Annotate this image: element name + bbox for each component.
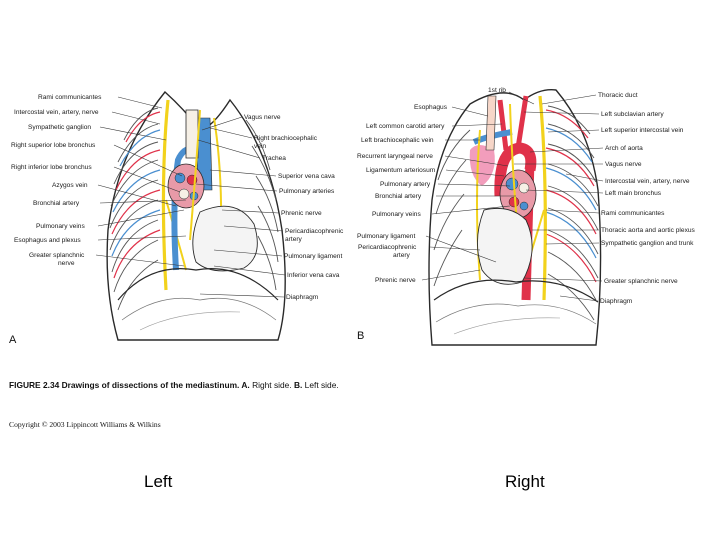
label-b-left-superior-intercostal-vein: Left superior intercostal vein — [601, 127, 684, 134]
panel-b-esophagus — [485, 95, 497, 151]
panel-a-pericardium — [192, 205, 258, 272]
label-a-greater-splanchnic-2: nerve — [58, 260, 75, 267]
panel-b-leader-lines-right — [514, 94, 604, 302]
label-b-recurrent-laryngeal: Recurrent laryngeal nerve — [357, 153, 433, 160]
label-a-vagus-nerve: Vagus nerve — [244, 114, 281, 121]
label-b-left-subclavian: Left subclavian artery — [601, 111, 664, 118]
panel-a-vagus-nerve — [189, 109, 201, 241]
panel-a-ribs — [109, 107, 279, 311]
panel-a-sympathetic-trunk — [161, 99, 170, 291]
label-a-sympathetic-ganglion: Sympathetic ganglion — [28, 124, 91, 131]
panel-b-diaphragm — [433, 279, 599, 303]
label-b-esophagus: Esophagus — [414, 104, 448, 111]
panel-b-drawing — [428, 89, 602, 346]
label-a-right-superior-lobe-bronchus: Right superior lobe bronchus — [11, 142, 96, 149]
label-b-pericardiacophrenic-2: artery — [393, 252, 411, 259]
label-b-vagus-nerve: Vagus nerve — [605, 161, 642, 168]
caption-left-side: Left side. — [302, 380, 338, 390]
caption-right-side: Right side. — [250, 380, 294, 390]
panel-b-pink-region — [469, 145, 495, 186]
label-a-rami-communicantes: Rami communicantes — [38, 94, 102, 101]
label-a-pulmonary-ligament: Pulmonary ligament — [284, 253, 342, 260]
panel-a-intercostal-vessels — [111, 111, 161, 279]
label-a-right-brachiocephalic-2: vein — [254, 143, 266, 150]
panel-b-intercostal-vessels — [545, 109, 597, 283]
label-a-azygos-vein: Azygos vein — [52, 182, 88, 189]
label-a-pericardiacophrenic-2: artery — [285, 236, 303, 243]
label-b-intercostal: Intercostal vein, artery, nerve — [605, 178, 690, 185]
caption-b: B. — [294, 380, 302, 390]
panel-a-labels-right: Vagus nerve Right brachiocephalic vein T… — [244, 114, 344, 301]
copyright-notice: Copyright © 2003 Lippincott Williams & W… — [9, 420, 161, 429]
label-a-trachea: Trachea — [262, 155, 286, 162]
panel-b-leader-lines-left — [421, 91, 535, 281]
label-b-ligamentum-arteriosum: Ligamentum arteriosum — [366, 167, 436, 174]
label-b-sympathetic-ganglion-trunk: Sympathetic ganglion and trunk — [601, 240, 694, 247]
panel-b-sympathetic-trunk — [538, 95, 547, 301]
panel-a-lung-root — [167, 163, 205, 209]
panel-b-left-subclavian — [515, 95, 529, 149]
figure-caption: FIGURE 2.34 Drawings of dissections of t… — [9, 380, 339, 390]
label-a-diaphragm: Diaphragm — [286, 294, 319, 301]
label-b-left-main-bronchus: Left main bronchus — [605, 190, 662, 197]
label-b-thoracic-aorta: Thoracic aorta and aortic plexus — [601, 227, 696, 234]
label-b-bronchial-artery: Bronchial artery — [375, 193, 422, 200]
label-a-bronchial-artery: Bronchial artery — [33, 200, 80, 207]
label-b-pulmonary-artery: Pulmonary artery — [380, 181, 431, 188]
panel-b-pericardium — [477, 207, 533, 285]
label-b-greater-splanchnic: Greater splanchnic nerve — [604, 278, 678, 285]
label-a-pulmonary-arteries: Pulmonary arteries — [279, 188, 335, 195]
label-a-right-inferior-lobe-bronchus: Right inferior lobe bronchus — [11, 164, 92, 171]
panel-b-labels-right: Thoracic duct Left subclavian artery Lef… — [598, 92, 696, 305]
label-b-thoracic-duct: Thoracic duct — [598, 92, 638, 99]
panel-a-trachea — [185, 109, 199, 159]
label-b-pulmonary-ligament: Pulmonary ligament — [357, 233, 415, 240]
panel-b-ribs — [433, 105, 599, 321]
panel-a-leader-lines-right — [195, 116, 286, 298]
label-b-left-common-carotid: Left common carotid artery — [366, 123, 445, 130]
label-a-intercostal: Intercostal vein, artery, nerve — [14, 109, 99, 116]
label-a-greater-splanchnic: Greater splanchnic — [29, 252, 85, 259]
panel-b-left-common-carotid — [497, 99, 509, 151]
label-a-inferior-vena-cava: Inferior vena cava — [287, 272, 340, 279]
label-b-pericardiacophrenic: Pericardiacophrenic — [358, 244, 417, 251]
bottom-label-left: Left — [144, 472, 173, 491]
label-a-phrenic-nerve: Phrenic nerve — [281, 210, 322, 217]
label-b-1st-rib: 1st rib — [488, 87, 506, 94]
label-b-rami-communicantes: Rami communicantes — [601, 210, 665, 217]
label-a-right-brachiocephalic: Right brachiocephalic — [254, 135, 318, 142]
bottom-label-right: Right — [505, 472, 545, 491]
caption-bold-part: FIGURE 2.34 Drawings of dissections of t… — [9, 380, 250, 390]
panel-a-diaphragm — [117, 268, 279, 301]
panel-a-drawing — [106, 90, 286, 341]
panel-b-labels-left: 1st rib Esophagus Left common carotid ar… — [357, 87, 506, 284]
label-a-esophagus-plexus: Esophagus and plexus — [14, 237, 81, 244]
panel-b-phrenic-nerve — [476, 129, 481, 281]
label-b-left-brachiocephalic-vein: Left brachiocephalic vein — [361, 137, 434, 144]
panel-a-letter: A — [9, 334, 17, 346]
label-a-superior-vena-cava: Superior vena cava — [278, 173, 335, 180]
panel-a-labels-left: Rami communicantes Intercostal vein, art… — [11, 94, 102, 267]
label-b-arch-of-aorta: Arch of aorta — [605, 145, 643, 152]
label-b-phrenic-nerve: Phrenic nerve — [375, 277, 416, 284]
panel-a-leader-lines-left — [95, 96, 187, 267]
panel-b-letter: B — [357, 330, 364, 342]
label-a-pericardiacophrenic: Pericardiacophrenic — [285, 228, 344, 235]
label-b-pulmonary-veins: Pulmonary veins — [372, 211, 421, 218]
label-b-diaphragm: Diaphragm — [600, 298, 633, 305]
label-a-pulmonary-veins: Pulmonary veins — [36, 223, 85, 230]
